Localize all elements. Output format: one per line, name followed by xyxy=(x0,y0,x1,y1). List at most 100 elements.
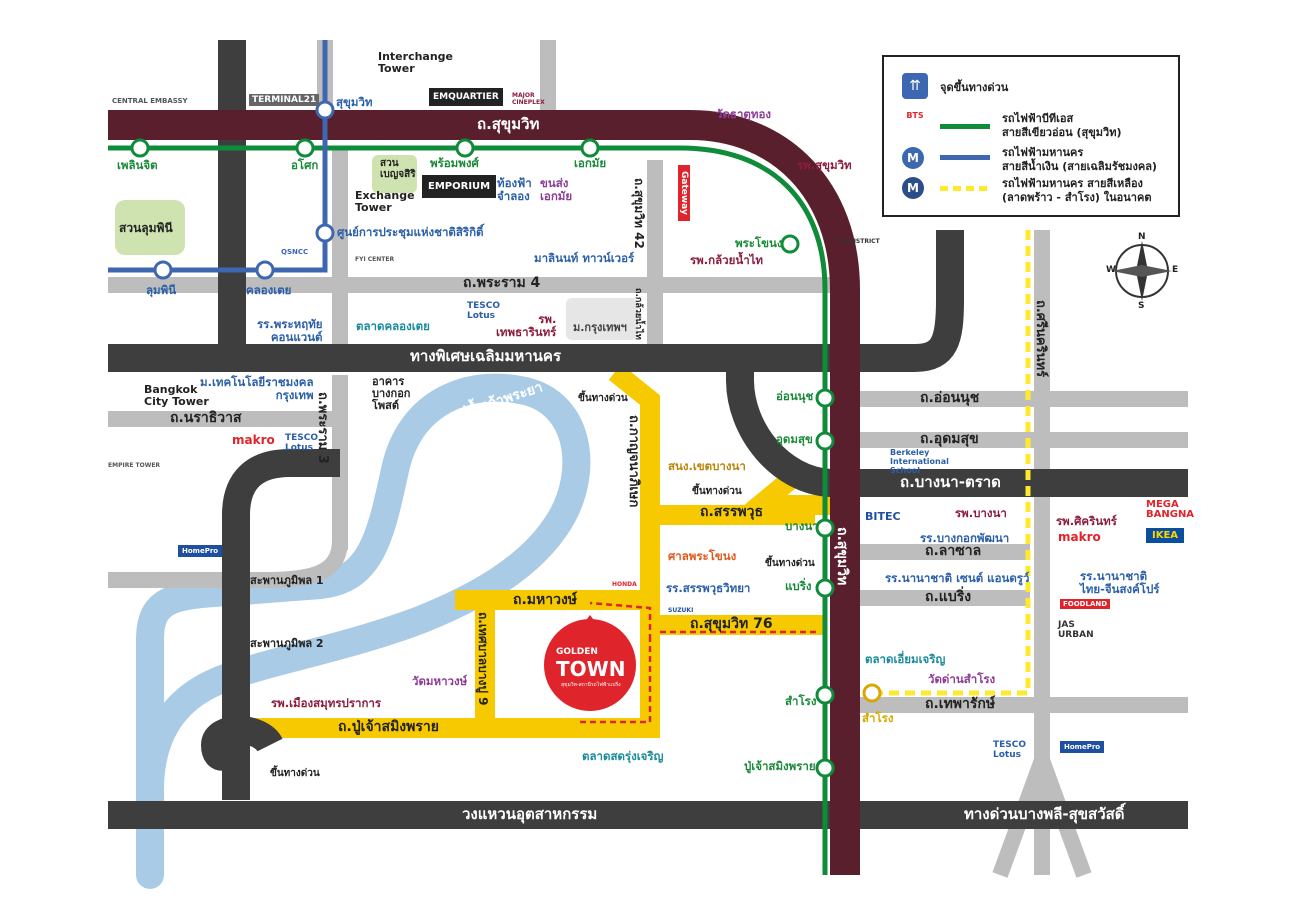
berkeley-school: Berkeley International School xyxy=(890,448,949,475)
tesco-lotus-2: TESCO Lotus xyxy=(285,433,319,453)
foodland: FOODLAND xyxy=(1060,599,1111,609)
sukhumvit-road xyxy=(108,110,860,875)
legend-mrt-blue-2: สายสีน้ำเงิน (สายเฉลิมรัชมงคล) xyxy=(1002,160,1157,173)
w-district: W DISTRICT xyxy=(840,238,880,245)
mega-bangna: MEGA BANGNA xyxy=(1146,499,1195,520)
homepro-2: HomePro xyxy=(1060,741,1105,753)
bangkok-patana-school: รร.บางกอกพัฒนา xyxy=(920,531,1010,545)
route-to-golden-town xyxy=(580,601,820,724)
station-sukhumvit-mrt: สุขุมวิท xyxy=(336,95,373,109)
mrt-blue-swatch xyxy=(940,155,990,160)
lumphini-park-label: สวนลุมพินี xyxy=(119,221,173,235)
st-andrews-school: รร.นานาชาติ เซนต์ แอนดรูว์ xyxy=(885,571,1030,585)
exp-entry-1: ขึ้นทางด่วน xyxy=(578,393,628,404)
road-rama3: ถ.พระราม 3 xyxy=(315,392,330,464)
exchange-tower: Exchange Tower xyxy=(355,189,415,215)
phrakhanong-shrine: ศาลพระโขนง xyxy=(668,549,737,563)
station-ekkamai: เอกมัย xyxy=(574,156,607,170)
wat-mahawong: วัดมหาวงษ์ xyxy=(412,674,468,688)
rmutk: ม.เทคโนโลยีราชมงคล กรุงเทพ xyxy=(200,375,314,402)
empire-tower: EMPIRE TOWER xyxy=(108,462,161,469)
station-pu-chao: ปู่เจ้าสมิงพราย xyxy=(744,759,816,773)
makro-1: makro xyxy=(232,433,275,447)
station-bang-na: บางนา xyxy=(785,519,819,533)
station-phloen-chit: เพลินจิต xyxy=(117,158,158,172)
sikarin-hospital: รพ.ศิครินทร์ xyxy=(1056,514,1117,528)
bangkok-university: ม.กรุงเทพฯ xyxy=(573,321,627,334)
legend-bts-1: รถไฟฟ้าบีทีเอส xyxy=(1002,112,1074,125)
terminal21: TERMINAL21 xyxy=(249,94,320,106)
road-pu-chao: ถ.ปู่เจ้าสมิงพราย xyxy=(338,719,439,735)
legend-expressway-label: จุดขึ้นทางด่วน xyxy=(940,81,1009,94)
exp-entry-3: ขึ้นทางด่วน xyxy=(765,558,815,569)
road-thetsaban-bangpu9: ถ.เทศบาลบางปู 9 xyxy=(476,612,490,706)
bts-line-swatch xyxy=(940,124,990,129)
benjasiri-park-label: สวน เบญจสิริ xyxy=(380,158,416,180)
bangkok-city-tower: Bangkok City Tower xyxy=(144,383,209,409)
tesco-lotus-1: TESCO Lotus xyxy=(467,301,501,321)
road-srinakarin: ถ.ศรีนครินทร์ xyxy=(1033,300,1048,378)
bts-icon: BTS xyxy=(906,111,924,120)
wat-that-thong: วัดธาตุทอง xyxy=(716,107,771,121)
planetarium: ท้องฟ้า จำลอง xyxy=(497,176,532,203)
malinee-tower: มาลินนท์ ทาวน์เวอร์ xyxy=(534,251,635,265)
compass-e: E xyxy=(1172,265,1179,275)
station-samrong: สำโรง xyxy=(785,694,817,708)
honda: HONDA xyxy=(612,581,637,588)
mrt-yellow-line xyxy=(870,230,1031,696)
road-sukhumvit: ถ.สุขุมวิท xyxy=(477,115,540,133)
interchange-tower: Interchange Tower xyxy=(378,50,454,76)
station-udom-suk: อุดมสุข xyxy=(776,432,813,446)
road-sukhumvit-bangna: ถ.สุขุมวิท xyxy=(834,527,850,586)
mrt-yellow-samrong-marker xyxy=(862,683,882,703)
major-cineplex: MAJOR CINEPLEX xyxy=(512,92,545,106)
exp-entry-4: ขึ้นทางด่วน xyxy=(270,768,320,779)
benjasiri-park xyxy=(372,155,417,193)
emporium: EMPORIUM xyxy=(422,175,497,198)
road-bangna-trad: ถ.บางนา-ตราด xyxy=(900,473,1001,491)
rung-charoen-market: ตลาดสดรุ่งเจริญ xyxy=(582,749,664,763)
sanphawut-school: รร.สรรพวุธวิทยา xyxy=(666,581,751,595)
fyi-center: FYI CENTER xyxy=(355,256,395,263)
station-samrong-yellow: สำโรง xyxy=(862,711,894,725)
iam-charoen-market: ตลาดเอี่ยมเจริญ xyxy=(865,652,946,666)
station-lumphini: ลุมพินี xyxy=(146,283,177,297)
bhumibol-bridge-2: สะพานภูมิพล 2 xyxy=(250,637,324,650)
station-qsncc: ศูนย์การประชุมแห่งชาติสิริกิติ์ xyxy=(337,225,484,239)
road-on-nut: ถ.อ่อนนุช xyxy=(920,390,980,406)
thai-chinese-school: รร.นานาชาติ ไทย-จีนสงค์โปร์ xyxy=(1080,569,1160,596)
road-sukhumvit42: ถ.สุขุมวิท 42 xyxy=(632,178,646,249)
ekkamai-bus-terminal: ขนส่ง เอกมัย xyxy=(540,176,573,203)
exp-entry-2: ขึ้นทางด่วน xyxy=(692,486,742,497)
mrt-blue-icon: M xyxy=(902,147,924,169)
khlong-toei-market: ตลาดคลองเตย xyxy=(356,319,430,333)
station-on-nut: อ่อนนุช xyxy=(776,389,814,403)
bitec: BITEC xyxy=(865,510,901,523)
homepro-1: HomePro xyxy=(178,545,223,557)
bangna-hospital: รพ.บางนา xyxy=(955,506,1007,520)
theparin-hospital: รพ. เทพธารินทร์ xyxy=(496,312,557,339)
qsncc-logo: QSNCC xyxy=(281,248,309,256)
road-chaloem: ทางพิเศษเฉลิมมหานคร xyxy=(410,347,562,365)
legend-mrt-yellow-2: (ลาดพร้าว - สำโรง) ในอนาคต xyxy=(1002,191,1152,204)
bts-station-markers xyxy=(130,138,835,778)
bangkok-university-box xyxy=(566,298,638,340)
expressway-icon: ⇈ xyxy=(902,73,928,99)
kluaynamthai-hospital: รพ.กล้วยน้ำไท xyxy=(690,253,764,267)
central-embassy: CENTRAL EMBASSY xyxy=(112,97,188,105)
bangkok-post: อาคาร บางกอก โพสต์ xyxy=(372,375,411,413)
gateway: Gateway xyxy=(678,165,690,221)
samut-prakan-hospital: รพ.เมืองสมุทรปราการ xyxy=(271,696,382,710)
road-kluaynamthai: ถ.กล้วยน้ำไท xyxy=(633,288,643,340)
mrt-station-markers xyxy=(153,100,335,280)
legend-mrt-yellow-1: รถไฟฟ้ามหานคร สายสีเหลือง xyxy=(1002,177,1143,190)
station-asok: อโศก xyxy=(291,158,319,172)
sukhumvit-hospital: รพ.สุขุมวิท xyxy=(797,158,852,172)
major-roads xyxy=(108,40,1188,829)
road-udom-suk: ถ.อุดมสุข xyxy=(920,431,979,447)
road-kanchanaphisek: ถ.กาญจนาภิเษก xyxy=(626,415,641,508)
lumphini-park xyxy=(115,200,185,255)
station-phra-khanong: พระโขนง xyxy=(735,236,783,250)
legend-bts-2: สายสีเขียวอ่อน (สุขุมวิท) xyxy=(1002,126,1122,139)
bangna-district-office: สนง.เขตบางนา xyxy=(668,459,746,473)
